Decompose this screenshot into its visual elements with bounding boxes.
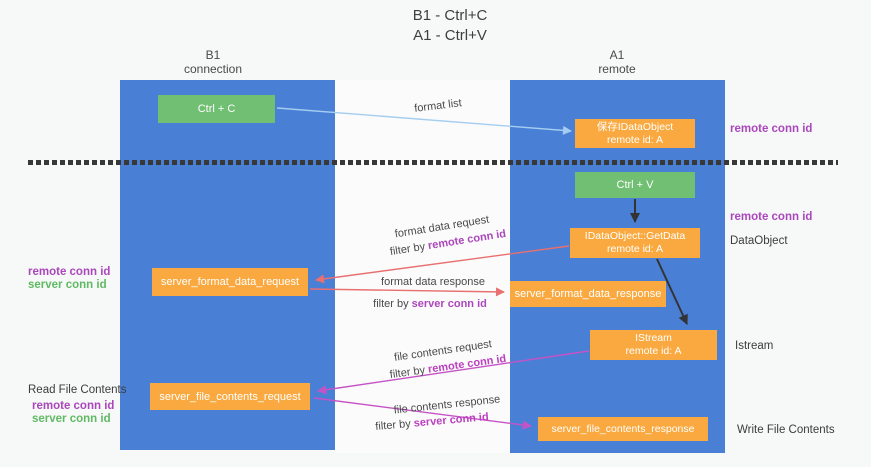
annotation-left-remote-conn-id-mid: remote conn id (28, 266, 111, 278)
node-file-response-label: server_file_contents_response (551, 423, 695, 435)
annotation-left-remote-conn-id-bottom: remote conn id (32, 400, 115, 412)
node-istream-line2: remote id: A (625, 345, 682, 357)
annotation-istream: Istream (735, 340, 774, 352)
left-column-sub: connection (183, 62, 243, 76)
annotation-write-file-contents: Write File Contents (737, 424, 835, 436)
node-ctrl-v: Ctrl + V (575, 172, 695, 198)
node-server-format-data-response: server_format_data_response (510, 281, 666, 307)
node-getdata-line1: IDataObject::GetData (584, 230, 686, 242)
server-conn-id-text: server conn id (411, 298, 487, 310)
right-column-sub: remote (598, 62, 636, 76)
node-istream-line1: IStream (635, 332, 672, 344)
annotation-left-server-conn-id-bottom: server conn id (32, 413, 111, 425)
node-ctrl-c-label: Ctrl + C (197, 103, 236, 115)
node-server-file-contents-request: server_file_contents_request (150, 383, 310, 410)
left-column-header: B1 connection (153, 48, 273, 76)
annotation-read-file-contents: Read File Contents (28, 384, 127, 396)
node-format-response-label: server_format_data_response (514, 288, 662, 300)
node-istream: IStream remote id: A (590, 330, 717, 360)
right-column-name: A1 (609, 48, 625, 62)
annotation-remote-conn-id-mid: remote conn id (730, 211, 813, 223)
title-line-1: B1 - Ctrl+C (412, 7, 488, 24)
label-format-data-response: format data response (381, 276, 485, 288)
node-server-file-contents-response: server_file_contents_response (538, 417, 708, 441)
annotation-remote-conn-id-top: remote conn id (730, 123, 813, 135)
annotation-dataobject: DataObject (730, 235, 788, 247)
node-save-line1: 保存IDataObject (596, 120, 674, 133)
session-separator-dashed-line (28, 160, 838, 165)
node-getdata-line2: remote id: A (606, 243, 664, 255)
node-ctrl-v-label: Ctrl + V (616, 179, 654, 191)
node-file-request-label: server_file_contents_request (159, 390, 301, 403)
diagram-title: B1 - Ctrl+C A1 - Ctrl+V (330, 6, 570, 46)
left-column-name: B1 (205, 48, 221, 62)
node-save-line2: remote id: A (606, 133, 664, 146)
filter-by-text: filter by (373, 298, 409, 310)
node-idataobject-getdata: IDataObject::GetData remote id: A (570, 228, 700, 258)
node-save-idataobject: 保存IDataObject remote id: A (575, 119, 695, 148)
annotation-left-server-conn-id-mid: server conn id (28, 279, 107, 291)
node-ctrl-c: Ctrl + C (158, 95, 275, 123)
node-server-format-data-request: server_format_data_request (152, 268, 308, 296)
node-format-request-label: server_format_data_request (160, 276, 300, 288)
right-column-header: A1 remote (557, 48, 677, 76)
title-line-2: A1 - Ctrl+V (413, 27, 487, 44)
label-filter-server-1: filter by server conn id (373, 298, 487, 310)
